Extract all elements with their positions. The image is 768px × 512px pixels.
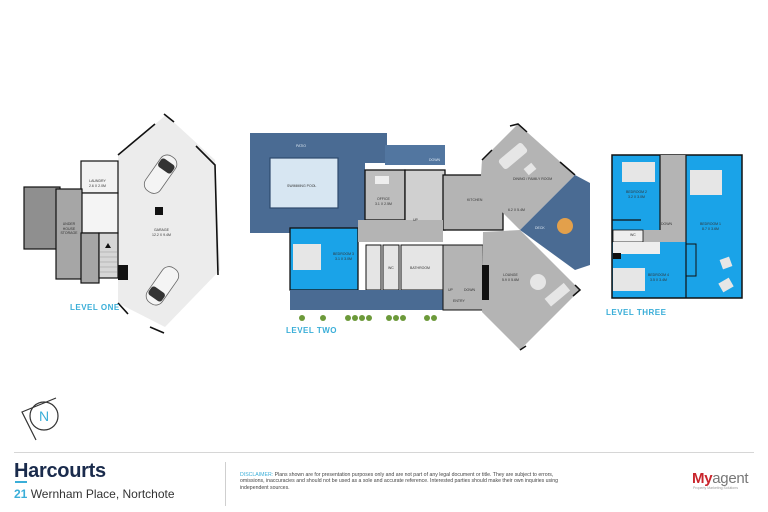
- footer-divider: [14, 452, 754, 453]
- harcourts-logo: Harcourts: [14, 460, 106, 482]
- myagent-logo: Myagent: [692, 470, 749, 487]
- property-address: 21 Wernham Place, Nortchote: [14, 487, 175, 501]
- room-label-dining: DINING / FAMILY ROOM: [513, 177, 553, 181]
- room-label-pool: SWIMMING POOL: [287, 184, 317, 188]
- room-label-kitchen: KITCHEN: [467, 198, 483, 202]
- floor-plan-drawing: [23, 113, 743, 351]
- level-two-label: LEVEL TWO: [286, 326, 338, 335]
- level-three-label: LEVEL THREE: [606, 308, 667, 317]
- room-label-bedroom-3: BEDROOM 33.1 x 3.0m: [333, 252, 355, 261]
- room-label-entry: ENTRY: [453, 299, 465, 303]
- north-compass-icon: N: [21, 397, 59, 441]
- stairs-down-top-label: DOWN: [429, 158, 441, 162]
- stairs-down-level3-label: DOWN: [661, 222, 673, 226]
- level-three-plan: [611, 154, 743, 299]
- stairs-down-label: DOWN: [464, 288, 476, 292]
- room-label-dining-size: 6.2 x 5.4m: [508, 208, 525, 212]
- room-label-wc-level3: WC: [630, 233, 636, 237]
- room-label-deck: DECK: [535, 226, 545, 230]
- room-label-bedroom-4: BEDROOM 43.5 x 3.4m: [648, 273, 670, 282]
- brand-accent-bar: [15, 481, 27, 483]
- disclaimer-text: DISCLAIMER: Plans shown are for presenta…: [240, 472, 559, 491]
- room-label-patio: PATIO: [296, 144, 306, 148]
- room-label-storage: UNDER HOUSE STORAGE: [60, 222, 78, 235]
- room-label-wc: WC: [388, 266, 394, 270]
- room-label-bathroom: BATHROOM: [410, 266, 430, 270]
- office-stairs-up-label: UP: [413, 218, 418, 222]
- level-two-plan: [250, 123, 590, 351]
- level-one-label: LEVEL ONE: [70, 303, 120, 312]
- footer-vertical-divider: [225, 462, 226, 506]
- stairs-up-label: UP: [448, 288, 453, 292]
- room-label-bedroom-1: BEDROOM 18.7 x 3.6m: [700, 222, 722, 231]
- svg-text:N: N: [39, 408, 49, 424]
- level-one-plan: [23, 113, 220, 334]
- myagent-tagline: Property Marketing Solutions: [693, 486, 738, 490]
- room-label-bedroom-2: BEDROOM 23.2 x 3.0m: [626, 190, 648, 199]
